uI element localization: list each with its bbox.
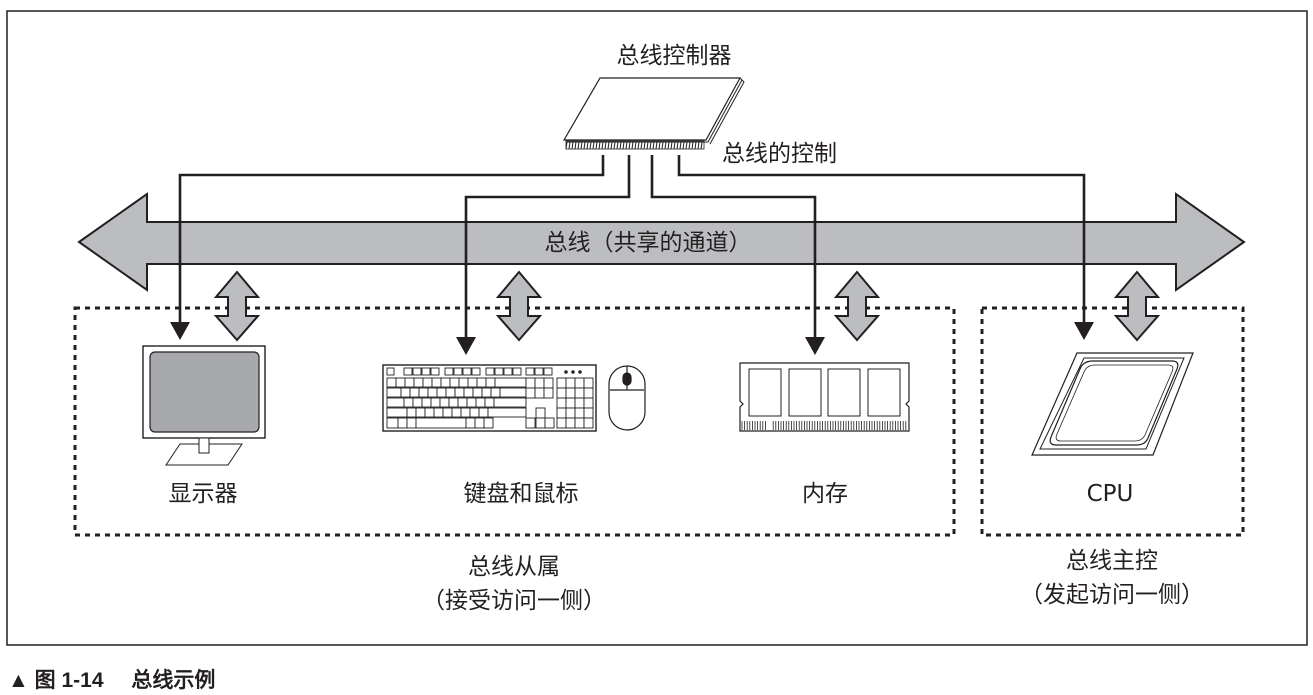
device-label-memory: 内存 (802, 481, 848, 507)
bus-master-group-label: 总线主控 (1066, 548, 1158, 574)
bus-slave-group-box (73, 306, 956, 537)
bus-master-group-box (980, 306, 1245, 537)
bidir-arrow-cpu (1113, 270, 1161, 342)
caption-marker-icon: ▲ (8, 669, 29, 692)
bidir-arrow-keyboard (495, 270, 543, 342)
mouse-icon (608, 365, 646, 431)
keyboard-icon (382, 364, 597, 432)
arrowhead-keyboard (456, 337, 476, 355)
bidir-arrow-display (213, 270, 261, 342)
control-line-keyboard (464, 155, 631, 337)
bidir-arrow-memory (833, 270, 881, 342)
device-label-display: 显示器 (168, 481, 238, 507)
bus-label: 总线（共享的通道） (544, 230, 752, 256)
cpu-chip-icon (1031, 352, 1194, 456)
bus-controller-chip-icon (562, 77, 745, 150)
device-label-keyboard-mouse: 键盘和鼠标 (463, 481, 579, 507)
bus-slave-group-sublabel: （接受访问一侧） (422, 588, 606, 614)
bus-controller-label: 总线控制器 (616, 43, 732, 69)
figure-caption: ▲ 图 1-14 总线示例 (8, 664, 215, 694)
figure-title: 总线示例 (131, 669, 216, 692)
control-line-memory (650, 155, 817, 337)
arrowhead-memory (805, 337, 825, 355)
device-label-cpu: CPU (1086, 481, 1134, 507)
figure-number: 图 1-14 (34, 669, 104, 692)
arrowhead-cpu (1074, 322, 1094, 340)
bus-slave-group-label: 总线从属 (468, 554, 560, 580)
bus-double-arrow (77, 192, 1246, 292)
figure-frame (6, 10, 1308, 646)
bus-master-group-sublabel: （发起访问一侧） (1020, 582, 1204, 608)
arrowhead-display (170, 322, 190, 340)
memory-module-icon (739, 362, 910, 432)
control-arrowheads (170, 322, 1094, 355)
bus-control-label: 总线的控制 (722, 141, 837, 167)
monitor-icon (142, 345, 266, 466)
